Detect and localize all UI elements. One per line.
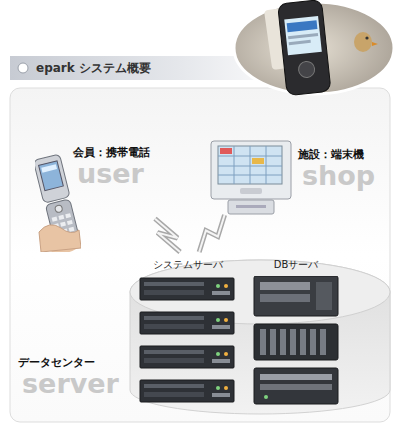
- db-server-node: DBサーバ: [246, 258, 350, 408]
- illustration: [246, 276, 346, 412]
- user-watermark: user: [77, 160, 150, 187]
- text-holder: システムサーバ: [138, 258, 238, 271]
- server-label: DBサーバ: [246, 258, 346, 271]
- db-server-stack: [246, 276, 346, 408]
- data-center-heading: データセンター: [18, 356, 119, 370]
- bullet: [18, 63, 28, 73]
- title-holder: epark システム概要: [36, 60, 151, 76]
- phone-picture: [35, 152, 81, 252]
- text-holder: DBサーバ: [246, 258, 346, 271]
- data-center-node: データセンターserver システムサーバ DBサーバ: [12, 252, 394, 418]
- text-holder: 施設：端末機shop: [298, 148, 375, 189]
- shop-watermark: shop: [302, 162, 375, 189]
- server-label: システムサーバ: [138, 258, 238, 271]
- title: epark システム概要: [36, 60, 151, 76]
- illustration: [138, 276, 238, 412]
- user-node: 会員：携帯電話user: [35, 138, 155, 250]
- lightning-outline: [199, 215, 224, 252]
- illustration: [35, 152, 81, 256]
- system-server-node: システムサーバ: [138, 258, 242, 408]
- lightning-outline: [155, 219, 180, 252]
- system-server-stack: [138, 276, 238, 408]
- text-holder: 会員：携帯電話user: [73, 146, 150, 187]
- terminal-picture: [210, 140, 292, 216]
- member-heading: 会員：携帯電話: [73, 146, 150, 160]
- panel: [10, 88, 390, 422]
- facility-heading: 施設：端末機: [298, 148, 375, 162]
- lightning-connector: [199, 215, 224, 252]
- server-watermark: server: [22, 370, 119, 397]
- illustration: [210, 140, 292, 220]
- text-holder: データセンターserver: [18, 356, 119, 397]
- shop-node: 施設：端末機shop: [210, 140, 392, 215]
- lightning-connector: [155, 219, 180, 252]
- photo: [234, 0, 394, 96]
